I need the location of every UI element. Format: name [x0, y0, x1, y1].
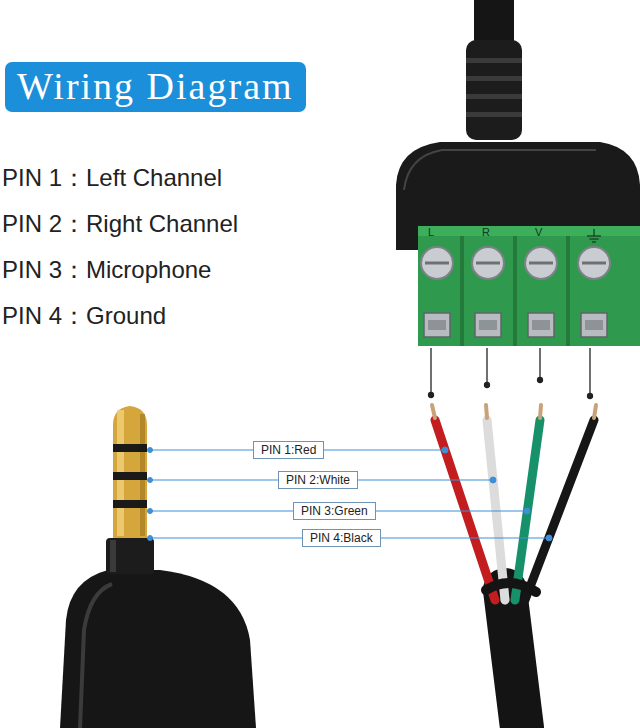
terminal-block-part — [476, 262, 500, 265]
pin-description: PIN 2：Right Channel — [2, 210, 238, 238]
terminal-block-part — [421, 247, 453, 279]
terminal-block-part — [475, 313, 501, 337]
pin-callout: PIN 4:Black — [302, 529, 381, 547]
pin-callout: PIN 1:Red — [253, 441, 324, 459]
terminal-block-part — [421, 247, 610, 279]
callout-text: PIN 4:Black — [310, 531, 373, 545]
top-cable-part — [466, 112, 522, 117]
ground-symbol — [587, 229, 601, 242]
wires-part — [432, 405, 596, 418]
terminal-block-part — [479, 320, 497, 330]
pin-description: PIN 4：Ground — [2, 302, 166, 330]
wires-part — [486, 583, 536, 592]
callout-text: PIN 2:White — [286, 473, 350, 487]
wires-part — [432, 405, 435, 418]
wires-part — [487, 420, 505, 600]
terminal-block-part — [460, 236, 464, 346]
terminal-leader-part — [539, 348, 540, 379]
terminal-block-part — [513, 236, 517, 346]
pin-leader — [148, 447, 553, 541]
terminal-label: R — [482, 226, 490, 239]
ground-symbol-part — [587, 235, 601, 236]
ground-symbol-part — [592, 241, 596, 242]
terminal-block — [418, 226, 640, 346]
wires-part — [487, 420, 505, 600]
diagram-title: Wiring Diagram — [5, 62, 306, 112]
terminal-block-part — [424, 313, 450, 337]
wires-part — [594, 405, 596, 418]
connector-housing-part — [404, 150, 596, 190]
terminal-block-part — [428, 320, 446, 330]
audio-jack-part — [113, 500, 147, 508]
top-cable — [466, 0, 522, 140]
terminal-leader-part — [485, 383, 490, 388]
terminal-label: L — [428, 226, 434, 239]
wires-part — [540, 405, 541, 418]
audio-jack-part — [110, 540, 116, 572]
terminal-block-part — [425, 262, 606, 265]
wires — [432, 405, 596, 728]
audio-jack-part — [113, 472, 147, 480]
audio-jack-part — [106, 538, 154, 574]
terminal-block-part — [424, 313, 607, 337]
connector-housing-part — [396, 142, 640, 250]
top-cable-part — [466, 58, 522, 63]
pin-leader-part — [148, 509, 153, 514]
terminal-block-part — [472, 247, 504, 279]
terminal-block-part — [460, 236, 570, 346]
pin-callout: PIN 2:White — [278, 471, 358, 489]
audio-jack — [60, 406, 256, 728]
terminal-block-part — [582, 262, 606, 265]
callout-text: PIN 1:Red — [261, 443, 316, 457]
terminal-block-part — [581, 313, 607, 337]
pin-leader-part — [148, 536, 153, 541]
terminal-block-part — [525, 247, 557, 279]
terminal-leader-part — [486, 348, 487, 384]
wires-part — [505, 590, 522, 728]
terminal-block-part — [529, 262, 553, 265]
top-cable-part — [466, 40, 522, 140]
terminal-leader-part — [429, 393, 434, 398]
connector-housing — [396, 142, 640, 250]
pin-leader-part — [148, 478, 153, 483]
top-cable-part — [466, 76, 522, 81]
audio-jack-part — [80, 584, 112, 728]
pin-leader-part — [148, 448, 153, 453]
terminal-block-part — [425, 262, 449, 265]
terminal-block-part — [418, 226, 640, 346]
ground-symbol-part — [593, 229, 594, 236]
pin-description: PIN 1：Left Channel — [2, 164, 222, 192]
wires-part — [525, 420, 594, 600]
pin-leader-part — [524, 508, 530, 514]
terminal-block-part — [532, 320, 550, 330]
pin-leader-part — [490, 477, 496, 483]
terminal-block-part — [578, 247, 610, 279]
terminal-block-part — [566, 236, 570, 346]
terminal-leader-part — [589, 348, 590, 395]
pin-leader-part — [546, 535, 552, 541]
ground-symbol-part — [590, 238, 599, 239]
top-cable-part — [466, 94, 522, 99]
terminal-block-part — [418, 226, 640, 236]
pin-description: PIN 3：Microphone — [2, 256, 211, 284]
pin-callout: PIN 3:Green — [293, 502, 376, 520]
terminal-leader — [429, 348, 593, 399]
terminal-leader-part — [430, 348, 431, 394]
callout-text: PIN 3:Green — [301, 504, 368, 518]
audio-jack-part — [113, 444, 147, 452]
pin-leader-part — [442, 447, 448, 453]
terminal-block-part — [528, 313, 554, 337]
terminal-leader-part — [588, 394, 593, 399]
terminal-leader-part — [538, 378, 543, 383]
terminal-block-part — [428, 320, 603, 330]
terminal-label: V — [535, 226, 542, 239]
wires-part — [486, 405, 487, 418]
audio-jack-part — [60, 570, 256, 728]
terminal-block-part — [585, 320, 603, 330]
